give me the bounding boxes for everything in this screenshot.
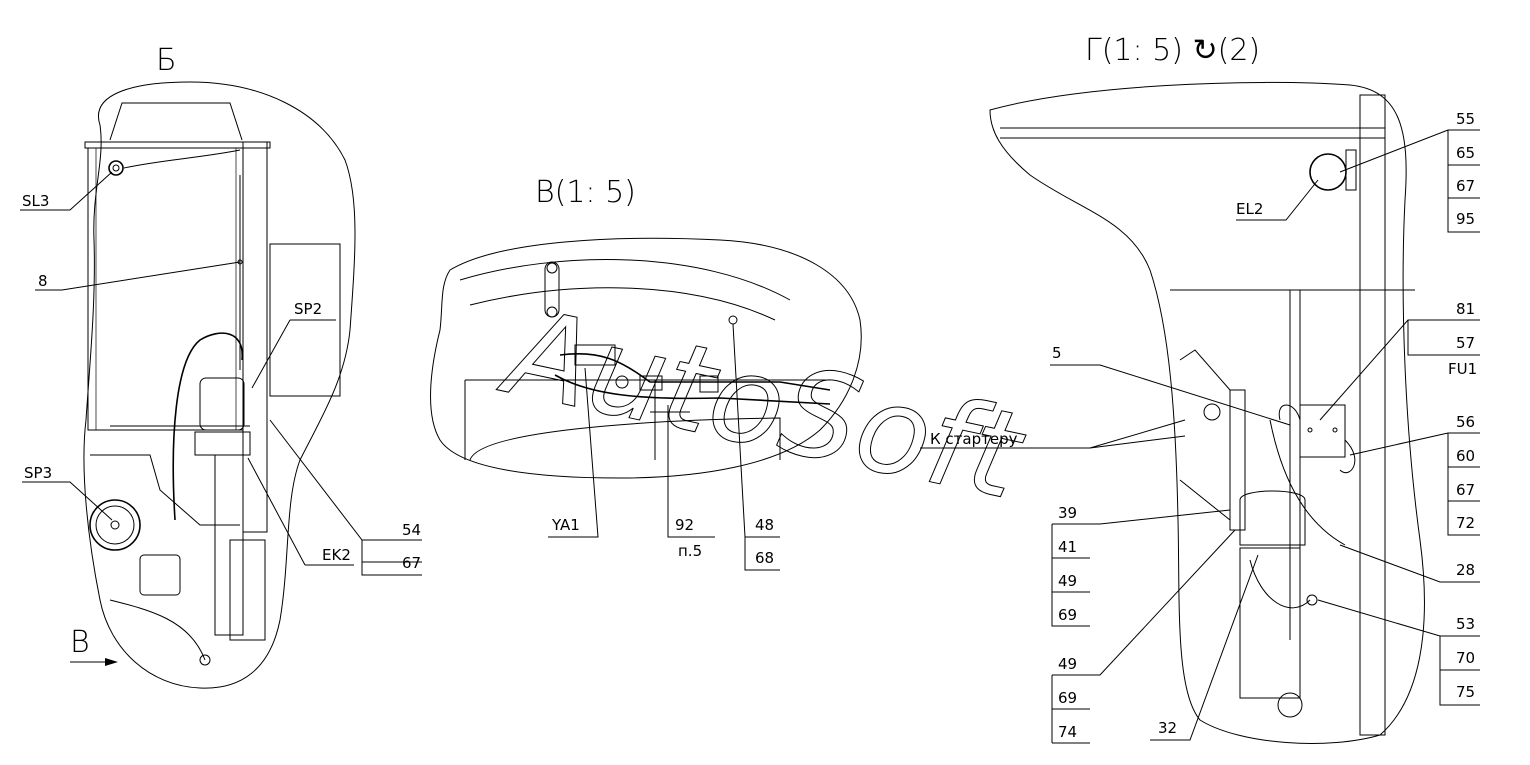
- callout-49a: 49: [1058, 572, 1077, 590]
- callout-ya1: YA1: [551, 516, 580, 534]
- callout-72: 72: [1456, 514, 1475, 532]
- callout-68: 68: [755, 549, 774, 567]
- view-v-outline: [430, 237, 862, 479]
- callout-81: 81: [1456, 300, 1475, 318]
- callout-sp3: SP3: [24, 464, 52, 482]
- callout-28: 28: [1456, 561, 1475, 579]
- callout-39: 39: [1058, 504, 1077, 522]
- sp2-filter: [199, 377, 245, 431]
- callout-92: 92: [675, 516, 694, 534]
- callout-65: 65: [1456, 144, 1475, 162]
- view-g-bracket: [1229, 389, 1246, 531]
- callout-sp2: SP2: [294, 300, 322, 318]
- sp3-pump: [89, 499, 141, 551]
- view-g-cylinder-top: [1239, 490, 1306, 546]
- view-b-side-box: [269, 243, 341, 397]
- view-arrow-label: В: [70, 625, 90, 660]
- callout-ek2: EK2: [322, 546, 351, 564]
- view-b-tank: [87, 147, 244, 431]
- view-v: В(1: 5) YA1 92 п.5 48 68: [430, 175, 862, 571]
- callout-67c: 67: [1456, 481, 1475, 499]
- callout-75: 75: [1456, 683, 1475, 701]
- view-b-outline: [83, 81, 356, 689]
- callout-32: 32: [1158, 719, 1177, 737]
- callout-54: 54: [402, 521, 421, 539]
- callout-5: 5: [1052, 344, 1062, 362]
- callout-el2: EL2: [1236, 200, 1263, 218]
- ya1-valve: [574, 344, 616, 366]
- callout-fu1: FU1: [1448, 360, 1477, 378]
- callout-8: 8: [38, 272, 48, 290]
- callout-69a: 69: [1058, 606, 1077, 624]
- fu1-fuse-box: [1299, 404, 1346, 458]
- callout-74: 74: [1058, 723, 1077, 741]
- view-g-cylinder: [1239, 547, 1301, 699]
- callout-49b: 49: [1058, 655, 1077, 673]
- view-b-title: Б: [156, 43, 177, 78]
- callout-sl3: SL3: [22, 192, 49, 210]
- callout-41: 41: [1058, 538, 1077, 556]
- callout-70: 70: [1456, 649, 1475, 667]
- callout-95: 95: [1456, 210, 1475, 228]
- view-b-top-plate: [84, 141, 271, 149]
- view-b: Б: [20, 43, 422, 689]
- callout-55: 55: [1456, 110, 1475, 128]
- callout-56: 56: [1456, 413, 1475, 431]
- callout-57: 57: [1456, 334, 1475, 352]
- callout-69b: 69: [1058, 689, 1077, 707]
- callout-p5-note: п.5: [678, 542, 702, 560]
- callout-48: 48: [755, 516, 774, 534]
- view-g-title: Г(1: 5) ↻(2): [1085, 33, 1260, 68]
- view-b-column: [214, 454, 244, 636]
- view-g-column: [1359, 94, 1386, 736]
- view-b-frame: [242, 141, 268, 533]
- k-starter-leader: [920, 419, 1186, 449]
- callout-53: 53: [1456, 615, 1475, 633]
- view-arrow-head: [105, 658, 118, 666]
- view-v-title: В(1: 5): [535, 175, 636, 210]
- view-g-outline: [989, 81, 1425, 744]
- callout-67a: 67: [402, 554, 421, 572]
- watermark: AutoSoft: [490, 282, 1036, 528]
- sl3-sensor: [108, 160, 124, 176]
- view-b-top-housing: [109, 102, 243, 141]
- callout-60: 60: [1456, 447, 1475, 465]
- callout-k-starter: К стартеру: [930, 430, 1018, 448]
- callout-67b: 67: [1456, 177, 1475, 195]
- view-v-fitting: [728, 315, 738, 325]
- view-g: Г(1: 5) ↻(2) 55 65 67 95 EL2 81: [989, 33, 1480, 744]
